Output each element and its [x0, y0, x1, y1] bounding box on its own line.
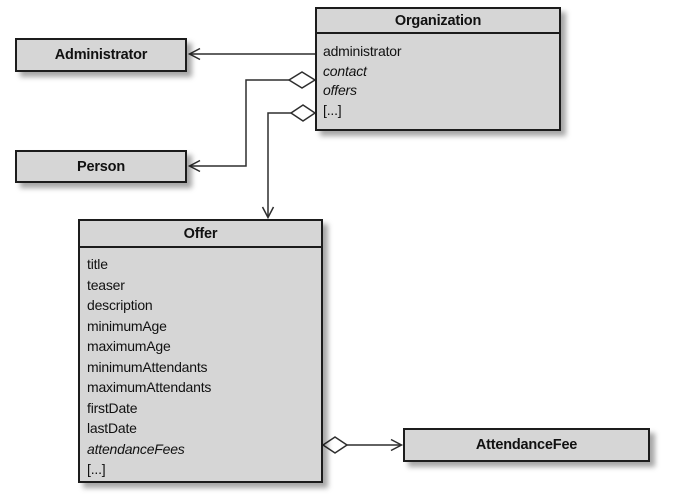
attribute-contact: contact: [323, 62, 367, 79]
class-box-organization: Organization administrator contact offer…: [315, 7, 561, 131]
class-box-administrator: Administrator: [15, 38, 187, 72]
attribute-minimumattendants: minimumAttendants: [87, 358, 208, 375]
aggregation-offer-attendancefee: [321, 436, 404, 454]
attribute-offers: offers: [323, 82, 357, 98]
class-title: AttendanceFee: [475, 437, 578, 453]
attribute-firstdate: firstDate: [87, 399, 138, 416]
aggregation-diamond-icon: [321, 436, 349, 454]
attribute-teaser: teaser: [87, 276, 125, 293]
attribute-title: title: [87, 256, 108, 272]
attribute-administrator: administrator: [323, 43, 402, 59]
class-title: Administrator: [54, 47, 148, 63]
attribute-minimumage: minimumAge: [87, 317, 167, 334]
aggregation-organization-person: [187, 71, 317, 173]
class-box-person: Person: [15, 150, 187, 183]
arrowhead-left-icon: [187, 47, 201, 61]
class-title: Offer: [80, 221, 321, 248]
aggregation-diamond-icon: [289, 104, 317, 122]
class-title: Organization: [317, 9, 559, 34]
arrowhead-right-icon: [390, 438, 404, 452]
attribute-maximumattendants: maximumAttendants: [87, 379, 212, 395]
class-attribute-list: title teaser description minimumAge maxi…: [80, 248, 321, 480]
arrowhead-left-icon: [187, 159, 201, 173]
attribute-ellipsis: [...]: [323, 101, 342, 118]
association-organization-administrator: [187, 47, 315, 61]
class-box-attendancefee: AttendanceFee: [403, 428, 650, 462]
attribute-description: description: [87, 297, 153, 313]
class-title: Person: [77, 158, 125, 175]
aggregation-diamond-icon: [287, 71, 317, 89]
attribute-ellipsis: [...]: [87, 461, 106, 477]
class-attribute-list: administrator contact offers [...]: [317, 34, 559, 120]
attribute-maximumage: maximumAge: [87, 338, 171, 354]
attribute-attendancefees: attendanceFees: [87, 440, 185, 457]
class-box-offer: Offer title teaser description minimumAg…: [78, 219, 323, 483]
arrowhead-down-icon: [261, 206, 275, 220]
aggregation-organization-offer: [261, 104, 317, 220]
attribute-lastdate: lastDate: [87, 420, 137, 436]
